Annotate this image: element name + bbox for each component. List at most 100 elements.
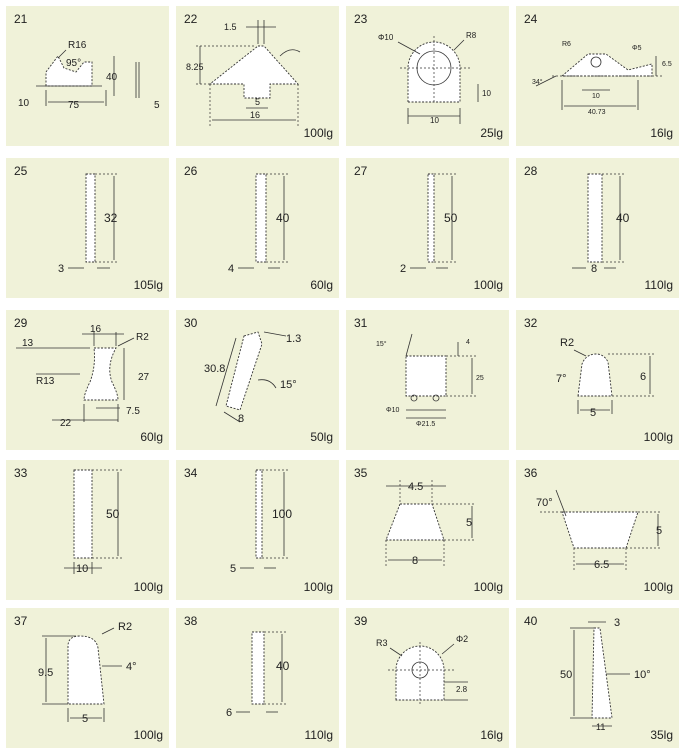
label-height: 6.5 <box>662 61 672 68</box>
part-shape <box>45 55 93 87</box>
part-number: 36 <box>524 466 538 480</box>
label-width: 5 <box>82 713 88 725</box>
label-angle: 95° <box>66 58 81 69</box>
part-35-drawing: 4.5 5 8 <box>385 480 476 567</box>
part-number: 34 <box>184 466 198 480</box>
label-slot: 7.5 <box>126 406 140 417</box>
label-top: 1.5 <box>224 22 237 32</box>
part-shape <box>385 503 445 541</box>
part-number: 23 <box>354 12 368 26</box>
part-21-drawing: R16 95° 40 75 10 5 <box>18 40 160 111</box>
part-weight: 16lg <box>650 126 673 140</box>
part-36: 36 70° 5 6.5 100lg <box>516 460 679 600</box>
part-shape <box>67 635 105 705</box>
label-top: 4 <box>466 339 470 346</box>
label-width: 8 <box>591 263 597 275</box>
part-33: 33 50 10 100lg <box>6 460 169 600</box>
part-shape <box>85 173 96 263</box>
part-number: 28 <box>524 164 538 178</box>
part-shape <box>73 469 93 559</box>
part-number: 24 <box>524 12 538 26</box>
label-height: 100 <box>272 507 292 521</box>
label-angle: 15° <box>376 340 387 348</box>
part-39: 39 R3 Φ2 2.8 16lg <box>346 608 509 748</box>
part-weight: 100lg <box>133 580 163 594</box>
part-weight: 110lg <box>644 278 673 292</box>
label-height: 50 <box>444 211 458 225</box>
part-24-drawing: R6 Φ5 6.5 34° 10 40.73 <box>532 41 672 116</box>
label-height: 25 <box>476 375 484 382</box>
part-weight: 100lg <box>133 728 163 742</box>
part-37-drawing: R2 9.5 4° 5 <box>38 621 137 725</box>
label-top: 3 <box>614 617 620 629</box>
label-height: 30.8 <box>204 363 225 375</box>
label-height: 40 <box>616 211 630 225</box>
label-radius-2: R13 <box>36 376 55 387</box>
part-shape <box>251 631 265 705</box>
part-number: 39 <box>354 614 368 628</box>
label-top: 4.5 <box>408 481 423 493</box>
part-22-drawing: 1.5 8.25 5 16 <box>186 20 301 126</box>
part-weight: 100lg <box>473 580 503 594</box>
part-shape <box>591 627 613 719</box>
label-angle: 10° <box>634 669 651 681</box>
label-radius: R8 <box>466 31 477 40</box>
part-22: 22 1.5 8.25 5 16 100lg <box>176 6 339 146</box>
label-notch: 10 <box>592 93 600 100</box>
part-21: 21 R16 95° 40 75 10 5 <box>6 6 169 146</box>
part-34-drawing: 100 5 <box>230 469 292 575</box>
part-number: 38 <box>184 614 198 628</box>
label-height: 27 <box>138 372 150 383</box>
label-base: 10 <box>18 98 30 109</box>
part-weight: 60lg <box>310 278 333 292</box>
label-height: 10 <box>482 89 491 98</box>
part-shape <box>427 173 435 263</box>
label-angle: 15° <box>280 379 297 391</box>
part-weight: 100lg <box>303 580 333 594</box>
label-height: 40 <box>276 659 290 673</box>
label-radius: R2 <box>136 332 149 343</box>
part-30-drawing: 1.3 30.8 15° 8 <box>204 331 301 425</box>
part-shape <box>83 347 119 401</box>
label-height: 50 <box>106 507 120 521</box>
label-width: 16 <box>250 110 260 120</box>
part-23: 23 Φ10 R8 10 10 25lg <box>346 6 509 146</box>
part-31: 31 15° 4 25 Φ10 Φ21.5 <box>346 310 509 450</box>
part-number: 32 <box>524 316 538 330</box>
part-23-drawing: Φ10 R8 10 10 <box>378 31 491 125</box>
part-weight: 100lg <box>643 430 673 444</box>
part-32: 32 R2 7° 6 5 100lg <box>516 310 679 450</box>
label-width: 8 <box>412 555 418 567</box>
label-width: 10 <box>76 563 88 575</box>
part-shape <box>225 331 263 411</box>
label-diameter: Φ10 <box>386 407 399 414</box>
label-height: 40 <box>276 211 290 225</box>
part-number: 25 <box>14 164 28 178</box>
label-width: 4 <box>228 263 234 275</box>
label-width: 11 <box>596 722 605 732</box>
part-shape <box>561 511 639 549</box>
part-40-drawing: 3 50 10° 11 <box>560 617 651 732</box>
part-38-drawing: 40 6 <box>226 631 290 719</box>
label-height: 40 <box>106 72 118 83</box>
label-height: 9.5 <box>38 667 53 679</box>
part-39-drawing: R3 Φ2 2.8 <box>376 634 468 704</box>
label-width: 6 <box>226 707 232 719</box>
part-34: 34 100 5 100lg <box>176 460 339 600</box>
part-number: 37 <box>14 614 28 628</box>
part-number: 31 <box>354 316 368 330</box>
part-weight: 105lg <box>133 278 163 292</box>
label-top: 16 <box>90 324 102 335</box>
part-29: 29 16 R2 13 27 R13 7.5 22 60lg <box>6 310 169 450</box>
part-33-drawing: 50 10 <box>64 469 122 575</box>
label-angle: 34° <box>532 78 543 86</box>
part-36-drawing: 70° 5 6.5 <box>536 489 662 571</box>
part-31-drawing: 15° 4 25 Φ10 Φ21.5 <box>376 333 484 428</box>
part-26-drawing: 40 4 <box>228 173 290 275</box>
label-angle: 4° <box>126 661 137 673</box>
label-width: 3 <box>58 263 64 275</box>
part-weight: 110lg <box>304 728 333 742</box>
part-weight: 100lg <box>303 126 333 140</box>
part-weight: 60lg <box>140 430 163 444</box>
part-number: 22 <box>184 12 198 26</box>
